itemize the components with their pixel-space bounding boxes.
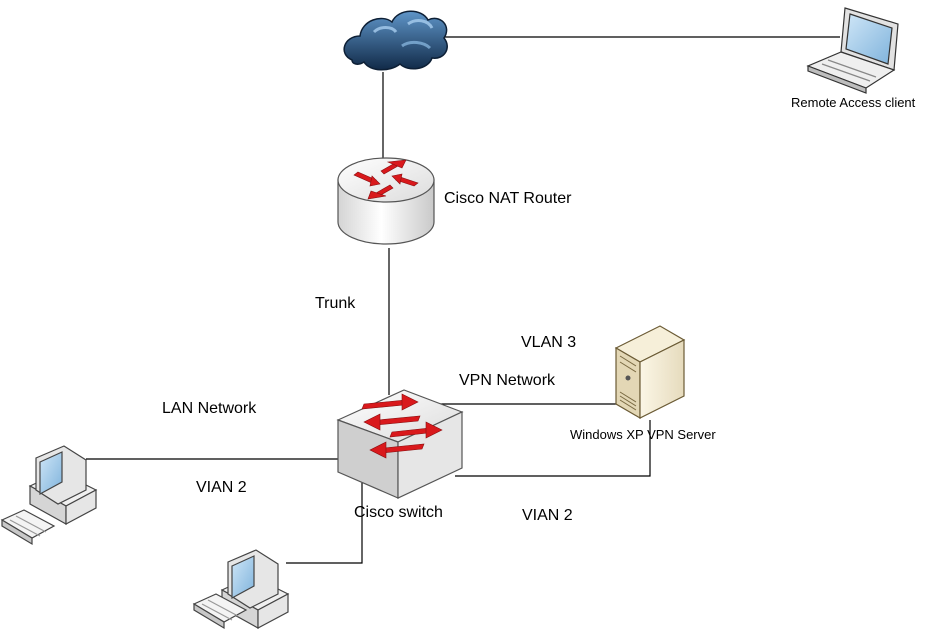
vpn-server-label: Windows XP VPN Server — [570, 427, 716, 442]
remote-client-label: Remote Access client — [791, 95, 916, 110]
vpn-network-label: VPN Network — [459, 372, 556, 389]
desktop-computer-icon — [192, 549, 290, 630]
cloud-icon — [343, 10, 448, 71]
server-tower-icon — [614, 325, 686, 420]
router-label: Cisco NAT Router — [444, 190, 572, 207]
vian2-left-label: VIAN 2 — [196, 479, 247, 496]
link-pc-bottom — [286, 476, 363, 564]
link-vlan2-server — [455, 420, 651, 477]
lan-network-label: LAN Network — [162, 400, 257, 417]
switch-label: Cisco switch — [354, 504, 443, 521]
router-icon — [337, 157, 435, 245]
vlan3-label: VLAN 3 — [521, 334, 577, 351]
vian2-right-label: VIAN 2 — [522, 507, 573, 524]
laptop-icon — [806, 7, 899, 94]
trunk-label: Trunk — [315, 295, 356, 312]
desktop-computer-icon — [0, 445, 98, 546]
switch-icon — [336, 389, 464, 499]
connection-lines — [86, 36, 840, 564]
